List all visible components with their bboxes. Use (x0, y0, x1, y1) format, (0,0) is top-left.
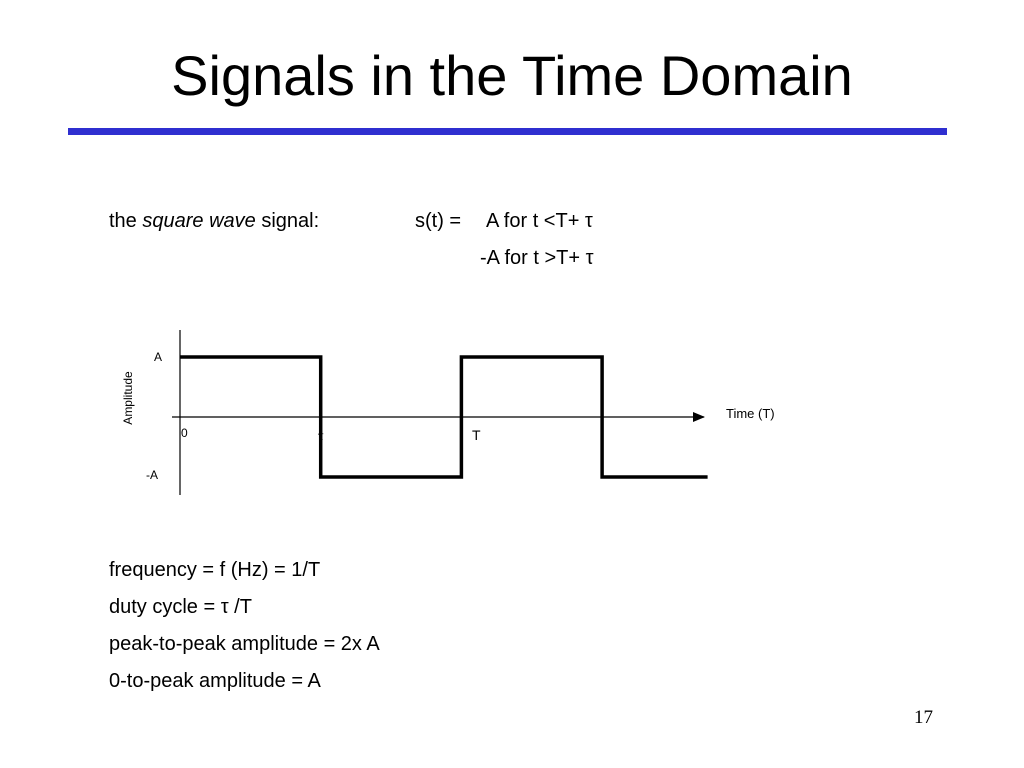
slide-title: Signals in the Time Domain (171, 44, 853, 107)
definition-lead-emphasis: square wave (142, 210, 256, 232)
square-wave-series (180, 355, 708, 479)
definition-case-positive: A for t <T+ τ (486, 210, 593, 232)
definition-case-negative: -A for t >T+ τ (480, 247, 594, 269)
fact-peak-to-peak: peak-to-peak amplitude = 2x A (109, 633, 380, 655)
y-tick-label-pos: A (154, 350, 162, 364)
fact-zero-to-peak: 0-to-peak amplitude = A (109, 670, 321, 692)
y-axis-label: Amplitude (121, 371, 135, 425)
signal-facts: frequency = f (Hz) = 1/T duty cycle = τ … (109, 552, 380, 700)
definition-equation: s(t) = (415, 210, 467, 232)
definition-lead-before: the (109, 210, 143, 232)
x-tick-label-period: T (472, 427, 481, 443)
page-number: 17 (914, 707, 933, 728)
title-underline (68, 128, 947, 135)
x-tick-label-tau: τ (318, 429, 324, 444)
definition-lead: the square wave signal: (109, 208, 319, 234)
definition-lead-after: signal: (255, 210, 320, 232)
fact-duty-cycle: duty cycle = τ /T (109, 596, 252, 618)
y-tick-label-neg: -A (146, 468, 158, 482)
fact-frequency: frequency = f (Hz) = 1/T (109, 559, 321, 581)
x-axis-label: Time (T) (726, 406, 775, 421)
x-tick-label-zero: 0 (181, 426, 188, 440)
